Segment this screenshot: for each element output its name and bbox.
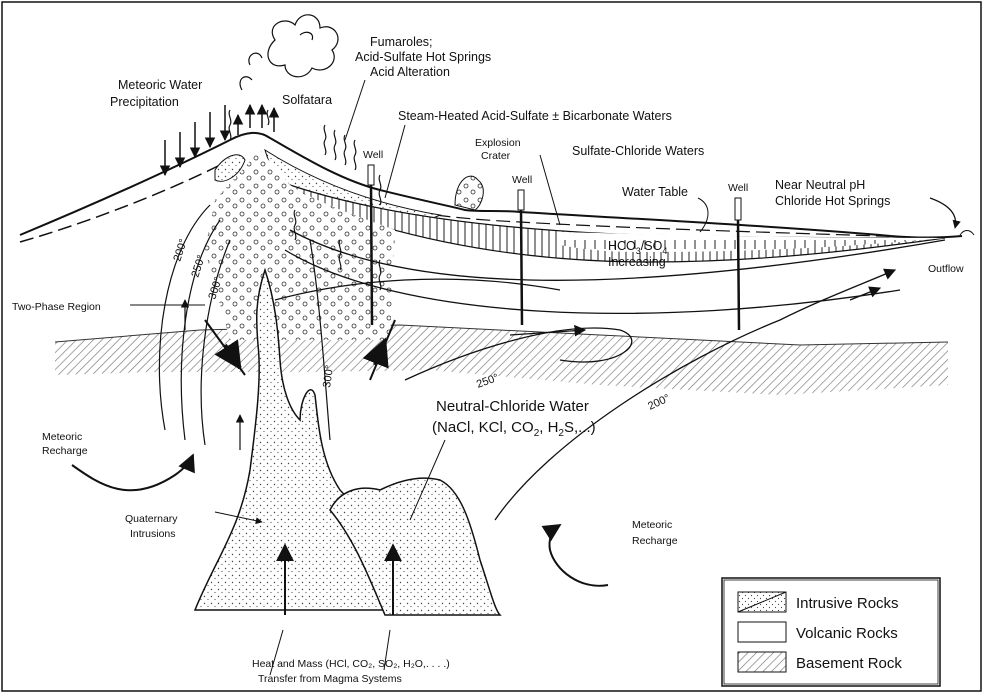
label-well-1: Well bbox=[363, 149, 383, 161]
label-two-phase: Two-Phase Region bbox=[12, 301, 101, 313]
label-sulfate-chloride: Sulfate-Chloride Waters bbox=[572, 144, 704, 158]
legend-swatch-basement bbox=[738, 652, 786, 672]
label-solfatara: Solfatara bbox=[282, 93, 332, 107]
legend-label-volcanic: Volcanic Rocks bbox=[796, 625, 898, 642]
label-increasing: Increasing bbox=[608, 255, 666, 269]
label-meteoric-recharge-right-2: Recharge bbox=[632, 535, 678, 547]
label-fumaroles-1: Fumaroles; bbox=[370, 35, 433, 49]
label-water-table: Water Table bbox=[622, 185, 688, 199]
label-meteoric-water-1: Meteoric Water bbox=[118, 78, 202, 92]
label-near-neutral-1: Near Neutral pH bbox=[775, 178, 865, 192]
label-fumaroles-3: Acid Alteration bbox=[370, 65, 450, 79]
label-quaternary-1: Quaternary bbox=[125, 513, 178, 525]
label-meteoric-recharge-right-1: Meteoric bbox=[632, 519, 672, 531]
legend: Intrusive Rocks Volcanic Rocks Basement … bbox=[722, 578, 940, 686]
label-steam-heated: Steam-Heated Acid-Sulfate ± Bicarbonate … bbox=[398, 109, 672, 123]
label-meteoric-recharge-left-1: Meteoric bbox=[42, 431, 82, 443]
legend-label-basement: Basement Rock bbox=[796, 655, 902, 672]
legend-label-intrusive: Intrusive Rocks bbox=[796, 595, 899, 612]
label-meteoric-water-2: Precipitation bbox=[110, 95, 179, 109]
label-explosion-2: Crater bbox=[481, 150, 511, 162]
label-outflow: Outflow bbox=[928, 263, 964, 275]
label-fumaroles-2: Acid-Sulfate Hot Springs bbox=[355, 50, 491, 64]
label-meteoric-recharge-left-2: Recharge bbox=[42, 445, 88, 457]
legend-swatch-volcanic bbox=[738, 622, 786, 642]
label-well-3: Well bbox=[728, 182, 748, 194]
label-heat-mass-2: Transfer from Magma Systems bbox=[258, 673, 402, 685]
label-neutral-chloride-1: Neutral-Chloride Water bbox=[436, 398, 589, 415]
label-explosion-1: Explosion bbox=[475, 137, 521, 149]
label-near-neutral-2: Chloride Hot Springs bbox=[775, 194, 890, 208]
label-quaternary-2: Intrusions bbox=[130, 528, 176, 540]
label-heat-mass-1: Heat and Mass (HCl, CO₂, SO₂, H₂O,. . . … bbox=[252, 658, 450, 670]
label-well-2: Well bbox=[512, 174, 532, 186]
